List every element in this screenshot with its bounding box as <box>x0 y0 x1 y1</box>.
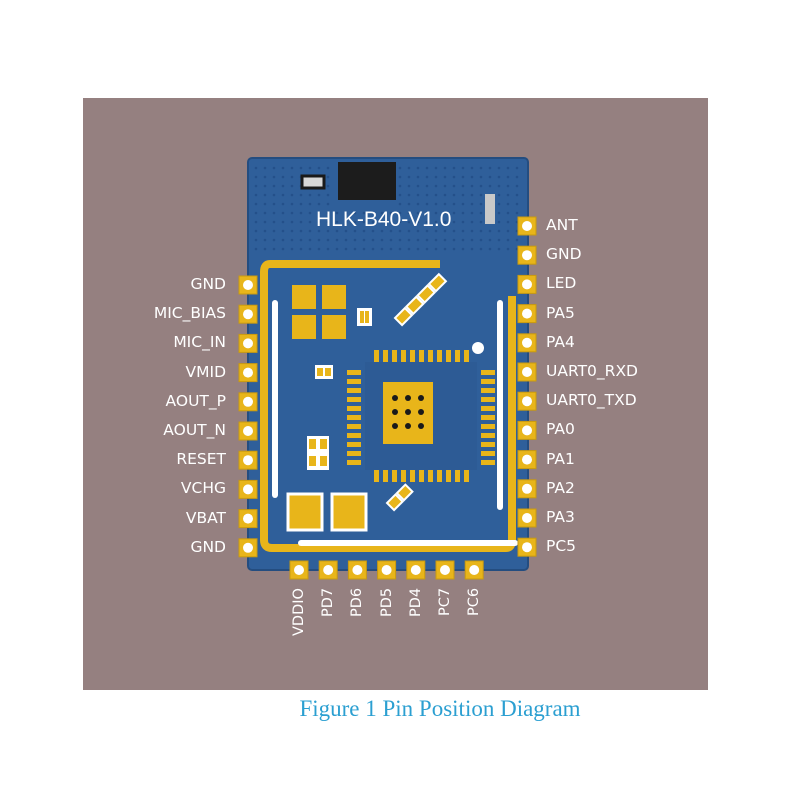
diagonal-parts-bottom <box>385 483 414 512</box>
smd-part-top-left <box>300 174 326 190</box>
pin-label-right: PA4 <box>546 332 575 351</box>
pin-label-bottom: PD6 <box>349 587 366 617</box>
pin-label-left: RESET <box>176 450 226 469</box>
shield-strip-left <box>272 300 278 498</box>
pin-pad-right <box>517 333 537 353</box>
pin-label-left: MIC_IN <box>173 333 226 352</box>
antenna-trace <box>485 194 495 224</box>
pin-label-right: PA2 <box>546 478 575 497</box>
pcb-via-dots <box>254 166 519 251</box>
pin-pad-right <box>517 304 537 324</box>
pin-pad-bottom <box>347 560 367 580</box>
pin-pad-bottom <box>318 560 338 580</box>
pin-pad-right <box>517 216 537 236</box>
pin-pad-left <box>238 509 258 529</box>
pin-label-left: VBAT <box>185 508 226 527</box>
pin-pad-right <box>517 362 537 382</box>
pin-pad-right <box>517 537 537 557</box>
pin-label-left: GND <box>190 537 226 556</box>
pin-label-right: GND <box>546 245 582 264</box>
power-pads <box>286 492 368 532</box>
pin-pad-bottom <box>289 560 309 580</box>
shield-strip-bottom <box>298 540 518 546</box>
pin-pad-left <box>238 479 258 499</box>
pin-label-left: VMID <box>185 362 226 381</box>
pin-pad-bottom <box>377 560 397 580</box>
pin-pad-left <box>238 275 258 295</box>
pin-label-bottom: PC6 <box>466 587 483 616</box>
pin-pad-bottom <box>406 560 426 580</box>
pin-label-bottom: PD4 <box>407 587 424 617</box>
pin-label-left: AOUT_P <box>165 391 226 410</box>
bottom-pin-pads <box>289 560 484 580</box>
pin-pad-right <box>517 391 537 411</box>
capacitor-stack <box>307 436 329 470</box>
pin-label-right: PA1 <box>546 449 575 468</box>
pin-pad-left <box>238 363 258 383</box>
pin-pad-right <box>517 274 537 294</box>
pin-label-right: PA0 <box>546 420 575 439</box>
pin-label-right: PC5 <box>546 537 577 556</box>
pin-label-right: PA5 <box>546 303 575 322</box>
pin-pad-left <box>238 421 258 441</box>
shield-strip-right <box>497 300 503 510</box>
pin-pad-left <box>238 392 258 412</box>
capacitor-pair-1 <box>357 308 372 326</box>
pin-label-left: MIC_BIAS <box>153 304 226 323</box>
pin-label-right: UART0_TXD <box>546 391 637 410</box>
pin-pad-right <box>517 245 537 265</box>
pin-pad-left <box>238 333 258 353</box>
diagonal-parts-top <box>393 272 448 327</box>
pin-pad-left <box>238 304 258 324</box>
main-chip-pads <box>347 350 495 482</box>
pin-label-right: LED <box>546 274 577 293</box>
left-pin-pads <box>238 275 258 558</box>
right-pin-pads <box>517 216 537 557</box>
capacitor-pair-2 <box>315 365 333 379</box>
pin-label-bottom: VDDIO <box>291 588 307 636</box>
pin-label-left: GND <box>190 275 226 293</box>
pin-pad-right <box>517 479 537 499</box>
inductor-block <box>292 285 346 339</box>
figure-caption: Figure 1 Pin Position Diagram <box>299 696 581 721</box>
pin-pad-bottom <box>435 560 455 580</box>
pin-label-left: AOUT_N <box>163 421 226 439</box>
chip-marker-dot <box>472 342 484 354</box>
pin-label-bottom: PD7 <box>320 587 337 617</box>
board-silkscreen: HLK-B40-V1.0 <box>316 208 451 231</box>
pin-label-bottom: PC7 <box>437 587 453 616</box>
pin-pad-right <box>517 450 537 470</box>
pin-label-left: VCHG <box>180 479 226 498</box>
pin-label-bottom: PD5 <box>378 587 395 617</box>
main-chip-center-dots <box>392 395 424 429</box>
pin-pad-left <box>238 450 258 470</box>
crystal-component <box>338 162 396 200</box>
pin-label-right: ANT <box>546 216 578 234</box>
pin-pad-right <box>517 420 537 440</box>
pin-pad-right <box>517 508 537 528</box>
pin-pad-bottom <box>464 560 484 580</box>
pin-label-right: PA3 <box>546 508 575 526</box>
pin-pad-left <box>238 538 258 558</box>
pin-label-right: UART0_RXD <box>546 362 638 380</box>
